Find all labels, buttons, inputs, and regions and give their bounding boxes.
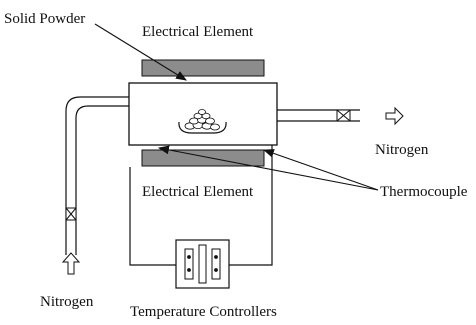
electrical-element-top-label: Electrical Element bbox=[142, 24, 254, 40]
outlet-valve-icon bbox=[336, 109, 351, 122]
nitrogen-outlet-arrow-icon bbox=[385, 106, 404, 126]
sample-boat-icon bbox=[178, 109, 227, 134]
thermocouple-label: Thermocouple bbox=[380, 184, 468, 200]
top-heating-element bbox=[141, 59, 265, 77]
solid-powder-label: Solid Powder bbox=[4, 11, 86, 27]
nitrogen-inlet-arrow-icon bbox=[61, 252, 81, 275]
inlet-valve-icon bbox=[65, 207, 77, 221]
solid-powder-leader bbox=[94, 23, 187, 81]
temperature-controller-box bbox=[175, 239, 230, 289]
powder-heap bbox=[184, 109, 220, 131]
inlet-pipe bbox=[65, 96, 129, 255]
thermocouple-leader-left bbox=[157, 145, 379, 191]
nitrogen-inlet-label: Nitrogen bbox=[40, 294, 94, 310]
temperature-controllers-label: Temperature Controllers bbox=[130, 304, 277, 320]
electrical-element-bottom-label: Electrical Element bbox=[142, 184, 254, 200]
bottom-heating-element bbox=[141, 149, 265, 167]
control-wiring bbox=[129, 145, 273, 266]
nitrogen-outlet-label: Nitrogen bbox=[375, 142, 429, 158]
thermocouple-leader-right bbox=[262, 149, 379, 191]
